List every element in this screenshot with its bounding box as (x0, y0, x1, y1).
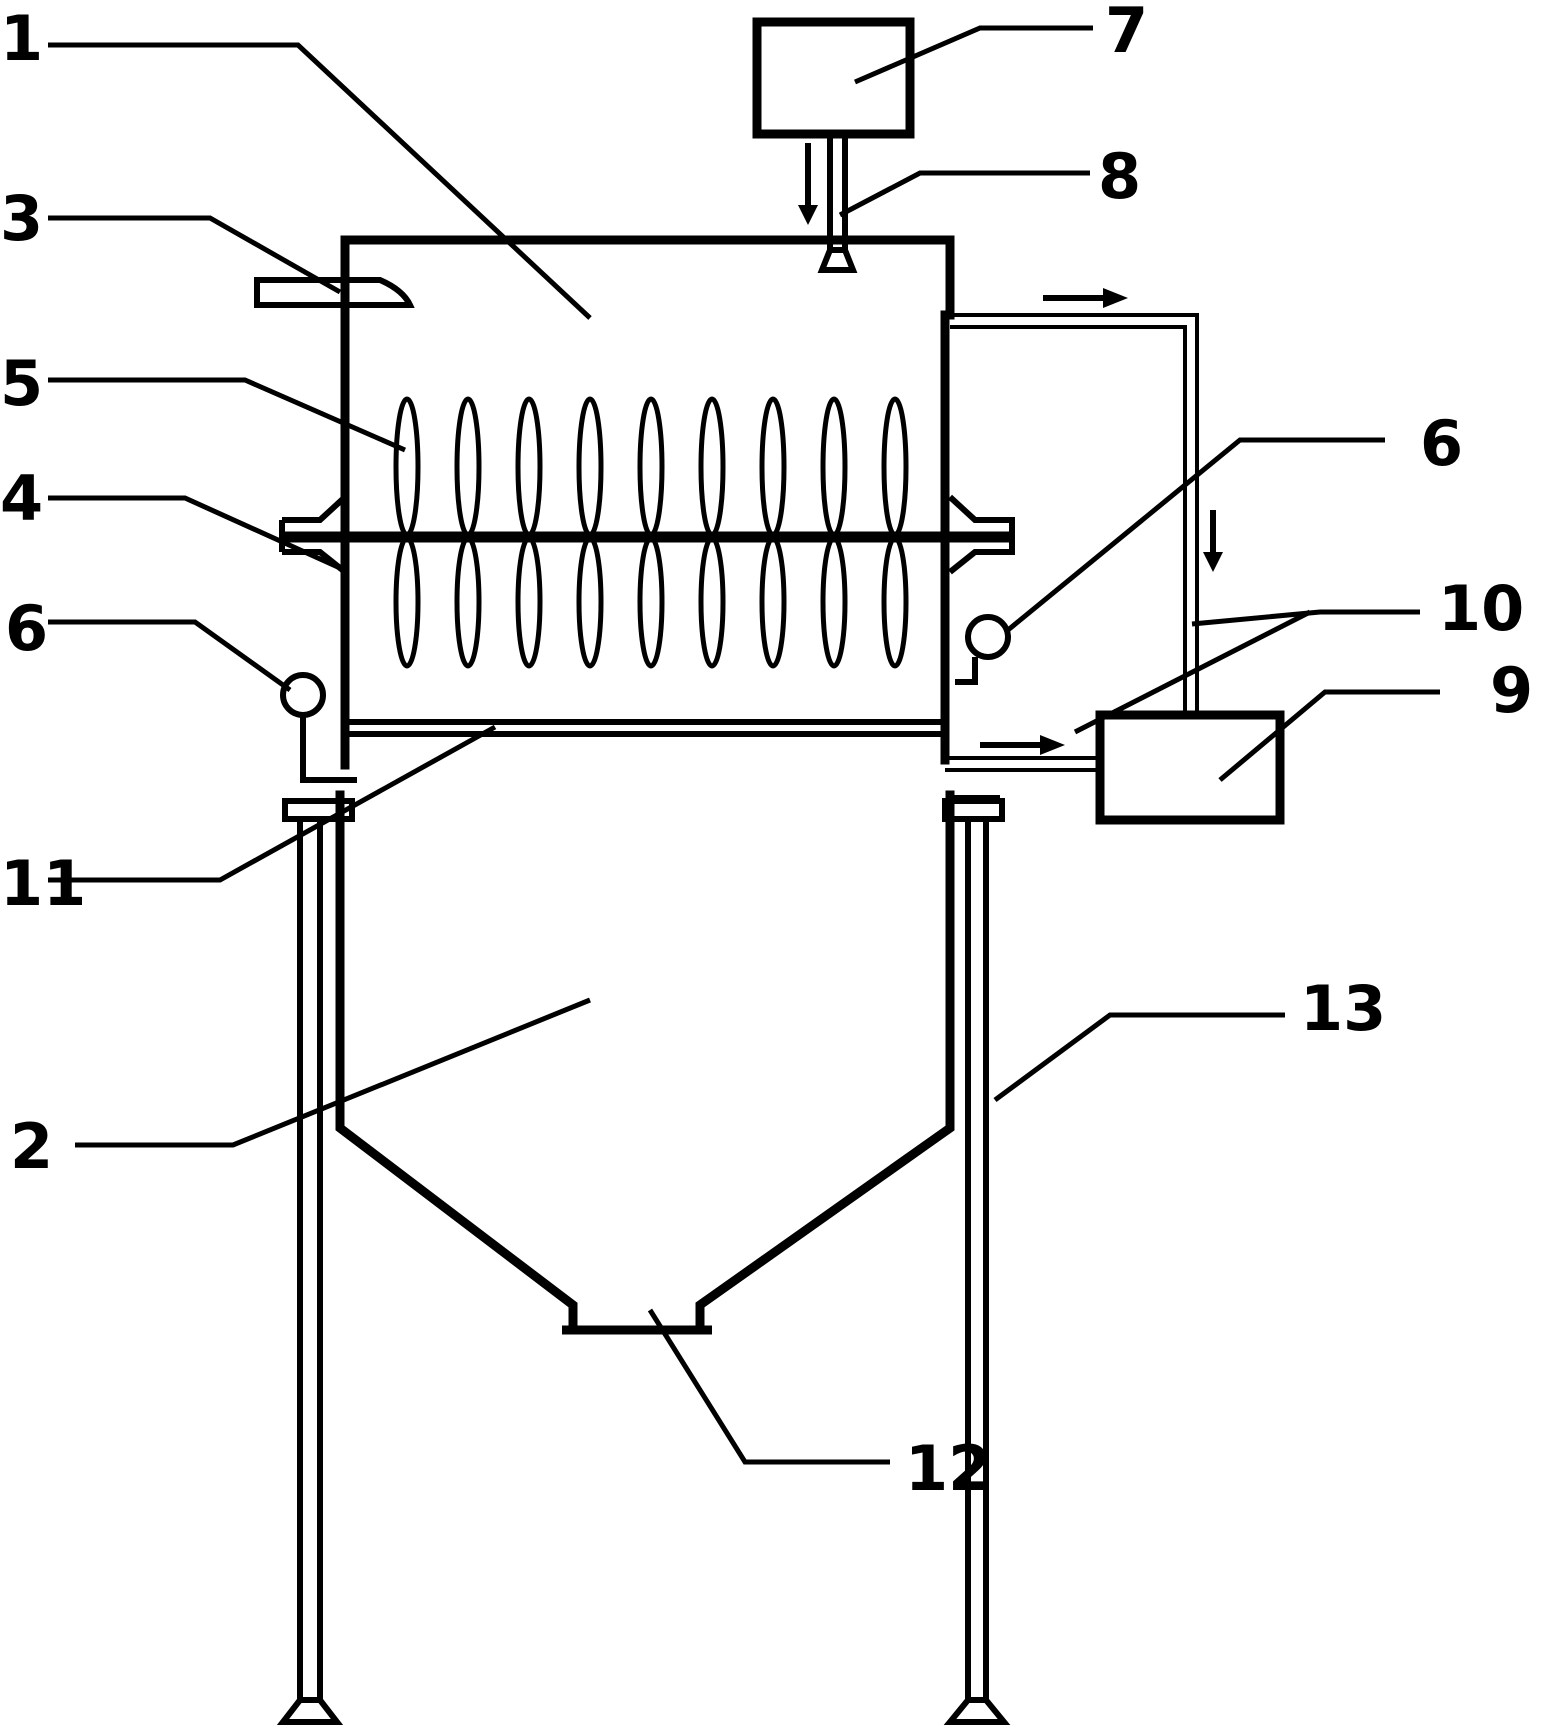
callout-3: 3 (0, 182, 43, 255)
leader-1 (48, 42, 592, 320)
callout-7: 7 (1105, 0, 1148, 67)
leader-2 (75, 997, 591, 1148)
sensor-right (955, 614, 1011, 685)
leader-4 (48, 495, 342, 571)
right-flange (942, 798, 1005, 822)
flow-arrow-down (1203, 510, 1223, 572)
left-support-leg (276, 819, 344, 1725)
blade-lower (759, 535, 787, 669)
leader-10-bottom (1073, 609, 1312, 735)
callout-4: 4 (0, 462, 43, 535)
callout-9: 9 (1490, 654, 1533, 727)
down-arrow-feed (798, 143, 818, 225)
blade-lower (637, 535, 665, 669)
sensor-left (280, 672, 357, 783)
blade-upper (393, 396, 421, 538)
blade-lower (881, 535, 909, 669)
callout-13: 13 (1300, 972, 1386, 1045)
collector-box (1095, 710, 1285, 825)
lower-hopper (335, 790, 955, 1335)
partition-plate (345, 719, 945, 737)
leader-8 (838, 170, 1090, 218)
blade-upper (698, 396, 726, 538)
blade-lower (454, 535, 482, 669)
leader-lines (48, 25, 1440, 1465)
leader-5 (48, 377, 407, 453)
blade-upper (820, 396, 848, 538)
blade-lower (515, 535, 543, 669)
feed-pipe (817, 134, 858, 273)
leader-3 (48, 215, 342, 295)
side-inlet (254, 277, 415, 308)
leader-12 (647, 1308, 890, 1465)
right-support-leg (943, 819, 1011, 1725)
callout-10: 10 (1438, 572, 1524, 645)
recycle-pipe (945, 313, 1199, 799)
callout-8: 8 (1098, 140, 1141, 213)
blade-upper (515, 396, 543, 538)
flow-arrow-to-box (980, 735, 1065, 755)
blade-upper (637, 396, 665, 538)
leader-7 (854, 25, 1093, 85)
callout-6-left: 6 (5, 592, 48, 665)
mixing-blades (393, 396, 909, 669)
callout-6-right: 6 (1420, 407, 1463, 480)
callout-11: 11 (0, 847, 86, 920)
top-box (752, 17, 915, 139)
leader-9 (1218, 689, 1440, 782)
callout-1: 1 (0, 2, 43, 75)
leader-11 (48, 724, 497, 883)
leader-13 (993, 1012, 1285, 1103)
callout-5: 5 (0, 347, 43, 420)
blade-upper (454, 396, 482, 538)
upper-chamber (340, 235, 955, 770)
leader-6-left (48, 619, 292, 693)
blade-lower (820, 535, 848, 669)
blade-lower (576, 535, 604, 669)
blade-upper (881, 396, 909, 538)
blade-upper (576, 396, 604, 538)
callout-2: 2 (10, 1110, 53, 1183)
flow-arrow-top (1043, 288, 1128, 308)
leader-10-top (1191, 609, 1420, 627)
blade-upper (759, 396, 787, 538)
leader-6-right (1006, 437, 1385, 632)
blade-lower (698, 535, 726, 669)
callout-12: 12 (905, 1432, 991, 1505)
blade-lower (393, 535, 421, 669)
